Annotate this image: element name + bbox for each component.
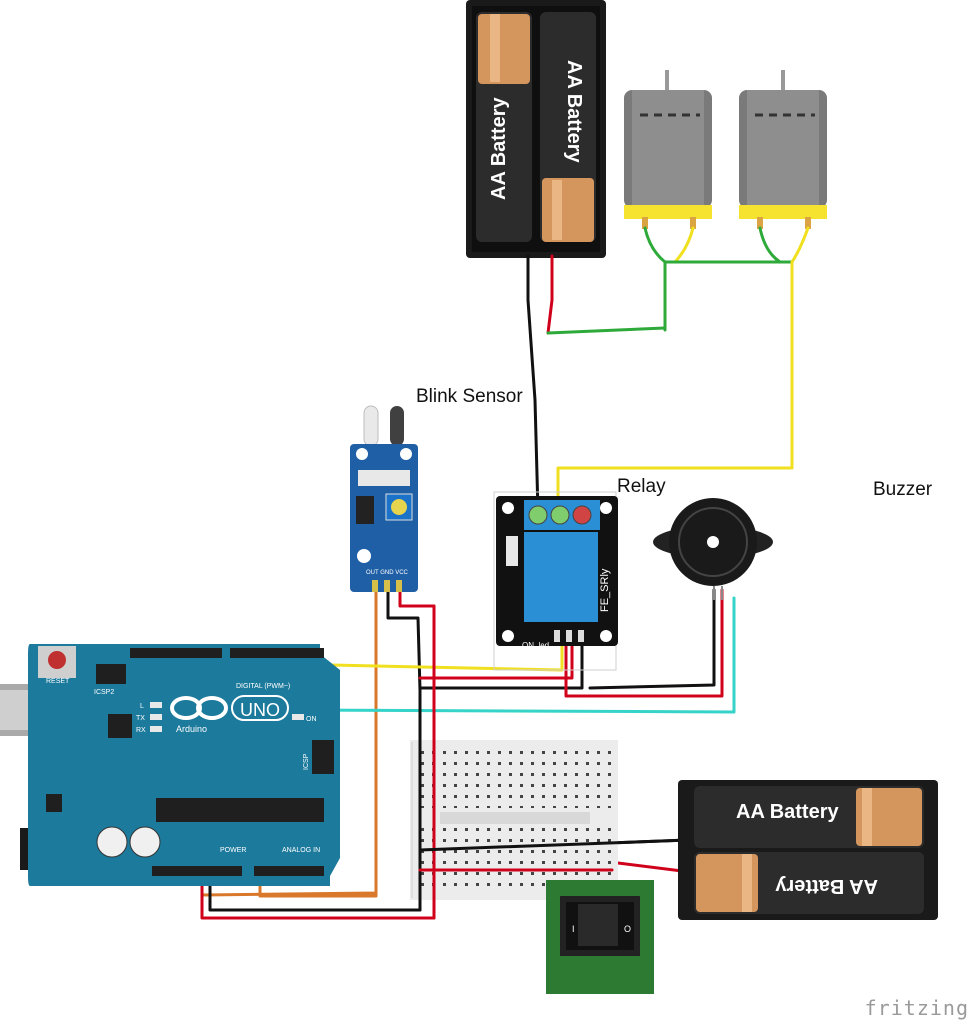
icsp-label: ICSP: [303, 753, 310, 770]
switch-on-mark: I: [572, 924, 575, 934]
reset-label: RESET: [46, 678, 70, 685]
switch-off-mark: O: [624, 924, 631, 934]
motor-right: [739, 70, 827, 229]
relay-model-label: FE_SRly: [599, 568, 611, 612]
right-battery-pack: AA Battery AA Battery: [678, 780, 938, 920]
uno-logo-text: UNO: [240, 700, 280, 720]
right-top-cell-label: AA Battery: [736, 801, 839, 823]
top-battery-pack: AA Battery AA Battery: [466, 0, 606, 258]
breadboard-wires: [418, 604, 690, 920]
buzzer: [653, 498, 773, 600]
right-bottom-cell-label: AA Battery: [775, 875, 878, 897]
top-right-cell-label: AA Battery: [563, 60, 585, 163]
analog-header-label: ANALOG IN: [282, 847, 320, 854]
arduino-uno: RESET ICSP2 DIGITAL (PWM~) UNO Arduino L…: [0, 644, 340, 886]
led-rx-label: RX: [136, 727, 146, 734]
icsp2-label: ICSP2: [94, 689, 114, 696]
led-on-label: ON: [306, 716, 317, 723]
blink-sensor-module: OUT GND VCC: [350, 405, 418, 592]
fritzing-brand: fritzing: [864, 996, 969, 1020]
blink-sensor-label: Blink Sensor: [416, 386, 523, 407]
sensor-pin-labels: OUT GND VCC: [366, 570, 409, 576]
relay-module: FE_SRly ON_led: [493, 491, 618, 671]
led-tx-label: TX: [136, 715, 145, 722]
relay-label: Relay: [617, 476, 666, 497]
led-l-label: L: [140, 703, 144, 710]
arduino-brand-text: Arduino: [176, 724, 207, 734]
breadboard: [410, 740, 618, 900]
buzzer-label: Buzzer: [873, 479, 933, 500]
digital-header-label: DIGITAL (PWM~): [236, 683, 290, 690]
power-header-label: POWER: [220, 847, 246, 854]
motor-left: [624, 70, 712, 229]
relay-led-label: ON_led: [522, 641, 549, 650]
rocker-switch: I O: [546, 880, 654, 994]
top-left-cell-label: AA Battery: [488, 97, 510, 200]
